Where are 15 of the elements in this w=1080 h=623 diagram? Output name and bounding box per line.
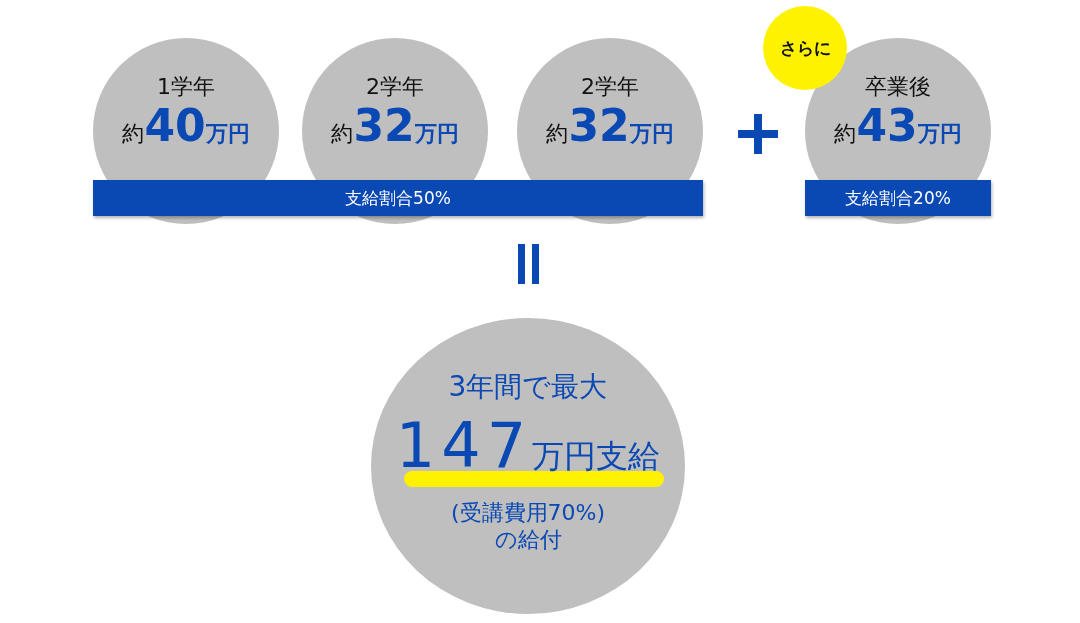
year-label: 2学年 (581, 72, 639, 101)
ratio-label: 支給割合50% (345, 186, 451, 210)
amount-text: 約43万円 (834, 101, 962, 151)
ratio-bar (93, 180, 703, 216)
badge-label: さらに (779, 36, 831, 60)
note-text: (受講費用70%)の給付 (449, 498, 607, 554)
year-label: 2学年 (366, 72, 424, 101)
amount-text: 約40万円 (122, 101, 250, 151)
year-label: 1学年 (157, 72, 215, 101)
ratio-bar (805, 180, 991, 216)
period-label: 3年間で最大 (448, 369, 608, 406)
amount-text: 約32万円 (331, 101, 459, 151)
year-label: 卒業後 (865, 72, 931, 101)
ratio-label: 支給割合20% (845, 186, 951, 210)
amount-text: 約32万円 (546, 101, 674, 151)
